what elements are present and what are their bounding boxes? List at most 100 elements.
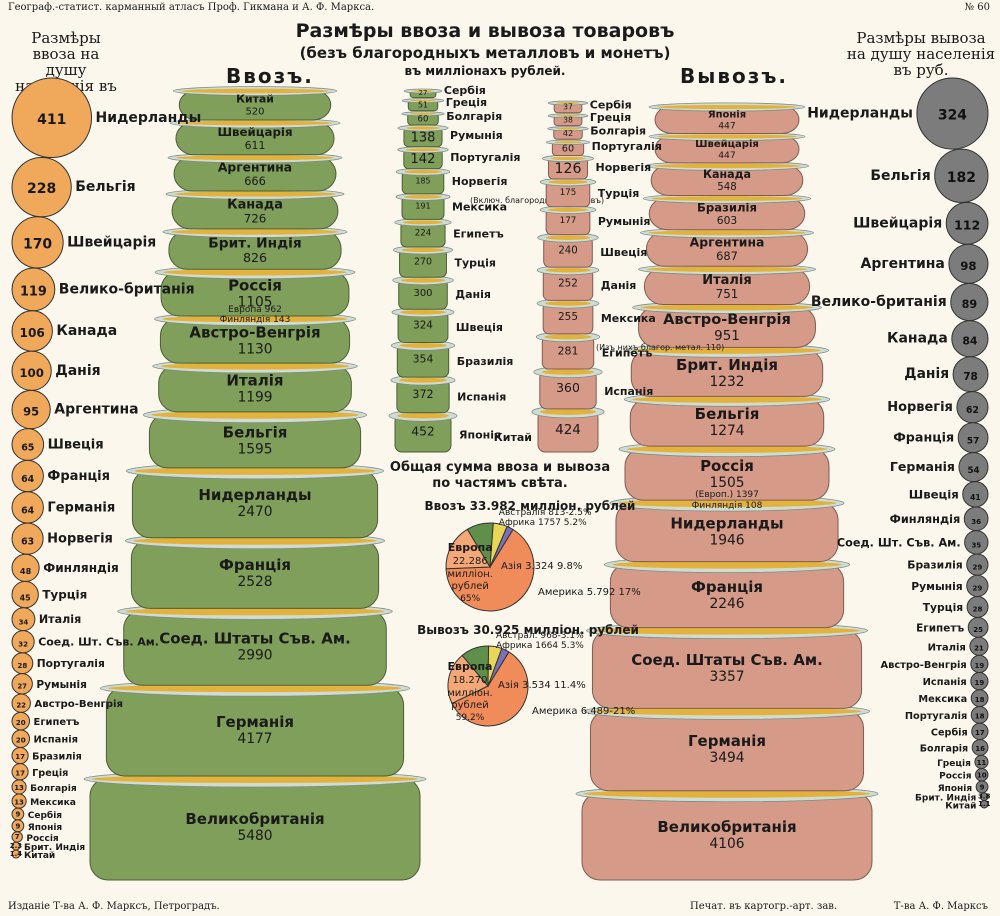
tower-3-label: Нидерланды (670, 514, 783, 532)
tower-3-coins (646, 266, 808, 272)
per-capita-6-label: Соед. Шт. Съв. Ам. (38, 636, 159, 649)
per-capita-6-label: Швейцарія (67, 234, 156, 250)
tower-0-label: Швейцарія (217, 125, 292, 139)
per-capita-7-value: 3.8 (978, 792, 991, 800)
per-capita-7-value: 78 (963, 371, 978, 383)
tower-0-value: 826 (243, 250, 267, 265)
per-capita-6-value: 13 (14, 798, 24, 806)
per-capita-6-value: 228 (27, 181, 56, 197)
tower-3-label: Японія (708, 110, 746, 121)
tower-2-side-label: Испанія (604, 385, 653, 398)
tower-3-value: 447 (718, 121, 736, 132)
pie-4-label: 65% (460, 594, 480, 604)
header-right: № 60 (964, 2, 990, 13)
tower-3-value: 2246 (709, 596, 744, 612)
per-capita-6-label: Португалія (37, 657, 105, 670)
tower-1-side-label: Египетъ (453, 227, 504, 240)
main-title: Размѣры ввоза и вывоза товаровъ (295, 20, 675, 42)
tower-1-coins (404, 169, 442, 174)
tower-0-coins (160, 362, 350, 370)
tower-1-value: 354 (413, 353, 434, 366)
per-capita-6-value: 95 (23, 405, 39, 419)
pie-5-label: 18.270 (453, 675, 488, 686)
tower-2-value: 424 (555, 422, 581, 438)
per-capita-6-value: 48 (20, 566, 32, 576)
per-capita-6-value: 17 (15, 769, 25, 777)
tower-0-coins (125, 607, 385, 616)
per-capita-6-circle (11, 77, 93, 159)
tower-0-value: 1595 (237, 442, 272, 458)
tower-3-value: 1505 (709, 475, 744, 491)
tower-0-value: 1105 (237, 295, 272, 311)
tower-0-label: Китай (236, 93, 274, 106)
tower-2-coins (548, 180, 588, 184)
per-capita-7-label: Китай (945, 801, 976, 811)
per-capita-7-circle (934, 148, 989, 203)
per-capita-6-circle (11, 849, 21, 859)
per-capita-6-label: Нидерланды (96, 110, 202, 126)
tower-0-value: 1199 (237, 390, 272, 406)
per-capita-7-value: 62 (966, 405, 979, 416)
per-capita-7-label: Бразилія (907, 559, 963, 572)
per-capita-7-value: 1.1 (978, 800, 991, 808)
tower-3-value: 1232 (709, 374, 744, 390)
tower-3-coins (592, 707, 862, 716)
per-capita-6-label: Россія (26, 833, 59, 844)
tower-2-coins (544, 334, 592, 340)
tower-3-coins (648, 230, 806, 236)
tower-3-value: 603 (717, 214, 737, 227)
per-capita-7-value: 9 (980, 784, 985, 792)
tower-1-annotation: (Включ. благородн. металловъ) (470, 196, 604, 205)
per-capita-7-value: 89 (962, 298, 978, 311)
per-capita-7-label: Германія (890, 459, 955, 474)
per-capita-6-value: 1.4 (10, 850, 23, 858)
per-capita-6-label: Китай (24, 851, 55, 861)
tower-2-coins (541, 369, 595, 375)
tower-2-annotation: (Изъ нихъ благор. метал. 110) (596, 343, 724, 352)
per-capita-7-value: 29 (972, 585, 982, 593)
tower-3-coins (617, 499, 837, 508)
tower-2-side-label: Греція (590, 111, 631, 124)
per-capita-7-label: Японія (938, 783, 973, 794)
per-capita-6-value: 13 (14, 784, 24, 792)
tower-2-coins (555, 127, 581, 130)
tower-1-coins (405, 126, 441, 130)
per-capita-7-label: Данія (904, 366, 949, 382)
per-capita-6-label: Сербія (28, 810, 63, 821)
tower-0-annotation: Европа 962 (228, 305, 282, 315)
pie-4-slice (489, 525, 514, 568)
per-capita-7-value: 11 (977, 759, 987, 767)
tower-3-coins (640, 304, 814, 311)
tower-1-value: 270 (414, 257, 432, 268)
tower-3-label: Швейцарія (695, 139, 759, 150)
tower-3-value: 3494 (709, 750, 744, 766)
tower-1-side-label: Турція (454, 257, 496, 270)
footer-left: Изданіе Т-ва А. Ф. Марксъ, Петроградъ. (8, 901, 220, 912)
pie-4-label: рублей (451, 581, 488, 592)
per-capita-6-value: 32 (18, 641, 28, 649)
tower-2-side-label: Данія (601, 279, 637, 292)
tower-3-value: 1274 (709, 423, 744, 439)
per-capita-6-label: Швеція (48, 437, 104, 452)
tower-3-coins (653, 163, 801, 169)
per-capita-6-value: 28 (18, 662, 28, 670)
tower-2-side-label: Румынія (598, 215, 651, 228)
tower-0-coins (133, 536, 377, 545)
tower-1-side-label: Данія (455, 288, 491, 301)
tower-3-coins (657, 104, 797, 110)
tower-0-coins (108, 684, 402, 693)
tower-0-value: 4177 (237, 731, 272, 747)
per-capita-6-value: 34 (19, 618, 29, 626)
per-capita-7-value: 25 (973, 626, 983, 634)
tower-2-value: 60 (562, 143, 574, 154)
tower-0-coins (181, 88, 329, 94)
pie-4-title: Ввозъ 33.982 милліон. рублей (425, 499, 636, 513)
tower-0-value: 611 (245, 139, 266, 152)
tower-3-label: Канада (703, 168, 751, 181)
per-capita-7-value: 98 (960, 259, 976, 273)
per-capita-7-value: 18 (975, 696, 985, 704)
per-capita-7-value: 19 (975, 662, 985, 670)
pie-5-label: Африка 1664 5.3% (496, 641, 584, 651)
pie-4-label: Азія 3.324 9.8% (501, 560, 582, 572)
